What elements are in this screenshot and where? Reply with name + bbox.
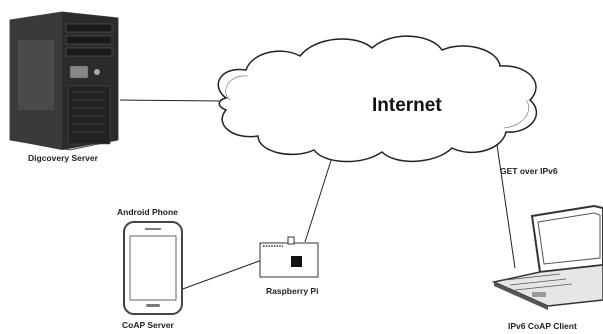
- pi-label: Raspberry Pi: [266, 286, 319, 296]
- phone-bottom-label: CoAP Server: [122, 320, 174, 330]
- connections: [119, 99, 516, 291]
- server-label: Digcovery Server: [28, 153, 98, 163]
- edge-internet-pi: [304, 147, 336, 243]
- laptop-label: IPv6 CoAP Client: [508, 321, 577, 331]
- edge-internet-laptop: [496, 144, 516, 269]
- edge-server-internet: [119, 99, 223, 102]
- raspberry-pi-board-icon: [259, 236, 319, 278]
- phone-top-label: Android Phone: [117, 207, 178, 217]
- edge-label-get-over-ipv6: GET over IPv6: [500, 166, 558, 176]
- internet-label: Internet: [372, 95, 442, 116]
- laptop-icon: [491, 204, 603, 310]
- smartphone-icon: [123, 221, 183, 315]
- tower-server-icon: [9, 11, 119, 151]
- edge-pi-phone: [179, 259, 263, 291]
- cloud-icon: [217, 35, 537, 163]
